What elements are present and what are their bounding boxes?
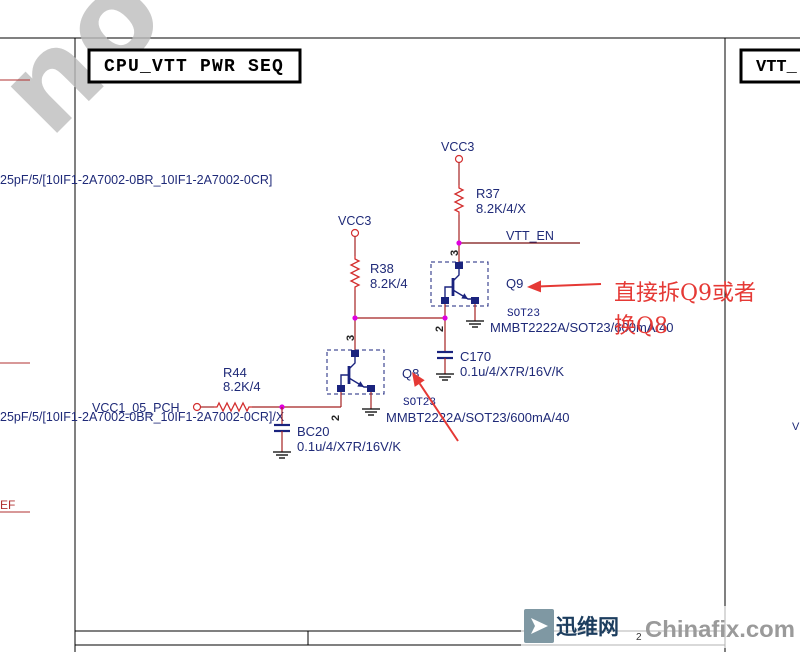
r37-ref: R37: [476, 186, 500, 201]
junction-q9-base: [442, 315, 448, 321]
ground-symbol-bc20-icon: [273, 451, 291, 459]
annotation-arrow-to-q9: [540, 283, 602, 288]
q8-package: SOT23: [403, 397, 436, 409]
q9-base-lead: [444, 286, 453, 297]
power-terminal-vcc1-05-pch: [192, 402, 202, 412]
annotation-arrowhead-q8-icon: [412, 372, 425, 387]
left-part-text-2: 25pF/5/[10IF1-2A7002-0BR_10IF1-2A7002-0C…: [0, 410, 285, 424]
ground-symbol-q9-icon: [466, 320, 484, 328]
q9-collector-pad: [455, 262, 463, 269]
q9-pin-top-label: 3: [449, 250, 461, 256]
q9-ref: Q9: [506, 276, 523, 291]
q8-emitter-pad: [367, 385, 375, 392]
right-sheet-fragment-text: V: [792, 421, 800, 433]
q8-collector-pad: [351, 350, 359, 357]
net-label-vcc3-q8: VCC3: [338, 214, 371, 228]
transistor-q9: [430, 261, 489, 307]
sheet-title-box: CPU_VTT PWR SEQ: [87, 48, 302, 84]
q9-emitter-pad: [471, 297, 479, 304]
sheet-title-frame: [87, 48, 302, 84]
annotation-arrowhead-q9-icon: [527, 280, 541, 293]
left-net-suffix: EF: [0, 498, 15, 512]
q8-base-lead: [340, 374, 349, 385]
annotation-line-1: 直接拆Q9或者: [614, 281, 756, 306]
q9-part-number: MMBT2222A/SOT23/600mA/40: [490, 320, 674, 335]
vcc1-05-pch-input: VCC1_05_PCH R44 8.2K/4 BC20 0.1u/4/X7R/1…: [92, 365, 401, 459]
q8-part-number: MMBT2222A/SOT23/600mA/40: [386, 410, 570, 425]
q8-emitter-arrow-icon: [357, 381, 364, 387]
q8-pin-top-label: 3: [345, 335, 357, 341]
q8-branch: VCC3 R38 8.2K/4 3 Q8 SOT23 MM: [326, 214, 570, 425]
power-terminal-vcc3-q8: [350, 228, 360, 238]
capacitor-c170-group: C170 0.1u/4/X7R/16V/K: [436, 318, 564, 381]
next-sheet-title-frame: [739, 48, 800, 84]
sheet-title: CPU_VTT PWR SEQ: [104, 57, 284, 77]
annotation-arrow-to-q8: [418, 383, 459, 442]
net-label-vcc1-05-pch: VCC1_05_PCH: [92, 401, 180, 415]
chinafix-logo: 迅维网 2 Chinafix.com: [521, 606, 800, 648]
power-terminal-vcc3-q9: [454, 154, 464, 164]
left-part-text-1: 25pF/5/[10IF1-2A7002-0BR_10IF1-2A7002-0C…: [0, 173, 272, 187]
q9-package: SOT23: [507, 308, 540, 320]
q8-base-pad: [337, 385, 345, 392]
ground-symbol-c170-icon: [436, 373, 454, 381]
ground-symbol-q8-icon: [362, 408, 380, 416]
next-sheet-title-box: VTT_: [739, 48, 800, 84]
sheet-page-fragment: 2: [636, 632, 642, 643]
logo-arrow-shape: [531, 618, 548, 634]
r37-value: 8.2K/4/X: [476, 201, 526, 216]
q9-collector-lead: [452, 269, 460, 282]
bc20-ref: BC20: [297, 424, 330, 439]
c170-ref: C170: [460, 349, 491, 364]
q8-collector-lead: [348, 357, 356, 370]
resistor-r44: [214, 401, 252, 413]
transistor-q8: [326, 349, 385, 395]
q9-branch: VCC3 R37 8.2K/4/X VTT_EN 3 Q9 SOT23: [430, 140, 674, 335]
r38-ref: R38: [370, 261, 394, 276]
net-label-vcc3-q9: VCC3: [441, 140, 474, 154]
bc20-value: 0.1u/4/X7R/16V/K: [297, 439, 401, 454]
logo-name-cn: 迅维网: [556, 615, 619, 639]
next-sheet-title: VTT_: [756, 58, 798, 77]
logo-backdrop: [521, 606, 800, 648]
repair-annotation: 直接拆Q9或者 换Q8: [412, 280, 756, 442]
left-sheet-fragment: 25pF/5/[10IF1-2A7002-0BR_10IF1-2A7002-0C…: [0, 79, 285, 513]
net-label-vtt-en: VTT_EN: [506, 229, 554, 243]
resistor-r37: [453, 185, 465, 215]
r44-value: 8.2K/4: [223, 379, 261, 394]
junction-vtt-en: [456, 240, 462, 246]
resistor-r38: [349, 256, 361, 290]
c170-value: 0.1u/4/X7R/16V/K: [460, 364, 564, 379]
r38-value: 8.2K/4: [370, 276, 408, 291]
q9-base-pad: [441, 297, 449, 304]
annotation-line-2: 换Q8: [614, 314, 668, 339]
q8-pin-bottom-label: 2: [330, 415, 342, 421]
q9-emitter-arrow-icon: [461, 293, 468, 299]
r44-ref: R44: [223, 365, 247, 380]
sheet-frame: [0, 37, 800, 652]
junction-q8-collector: [352, 315, 358, 321]
q9-pin-bottom-label: 2: [434, 326, 446, 332]
logo-site: Chinafix.com: [645, 616, 795, 642]
